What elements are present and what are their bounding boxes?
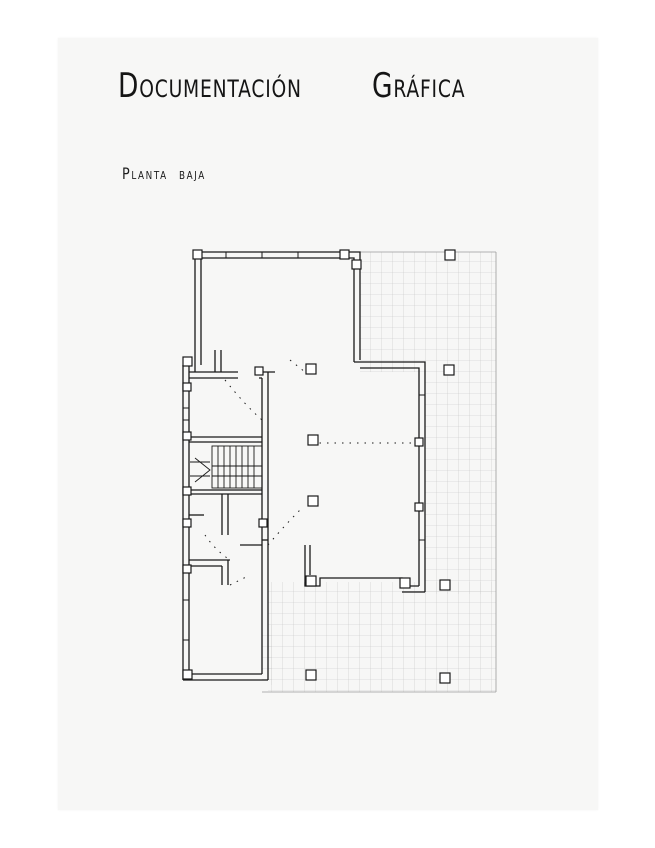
subtitle-word-baja: baja (178, 164, 206, 183)
dotted-lines (204, 359, 420, 586)
plan-subtitle: Planta baja (122, 164, 206, 183)
structural-columns (182, 249, 456, 684)
terrace-grid (262, 251, 497, 693)
page-title: Documentación Gráfica (118, 66, 465, 106)
subtitle-word-planta: Planta (122, 164, 168, 183)
building-walls (182, 251, 426, 681)
title-word-grafica: Gráfica (372, 66, 466, 106)
title-word-documentacion: Documentación (118, 66, 302, 106)
window-marks (183, 252, 425, 641)
staircase (190, 445, 263, 489)
